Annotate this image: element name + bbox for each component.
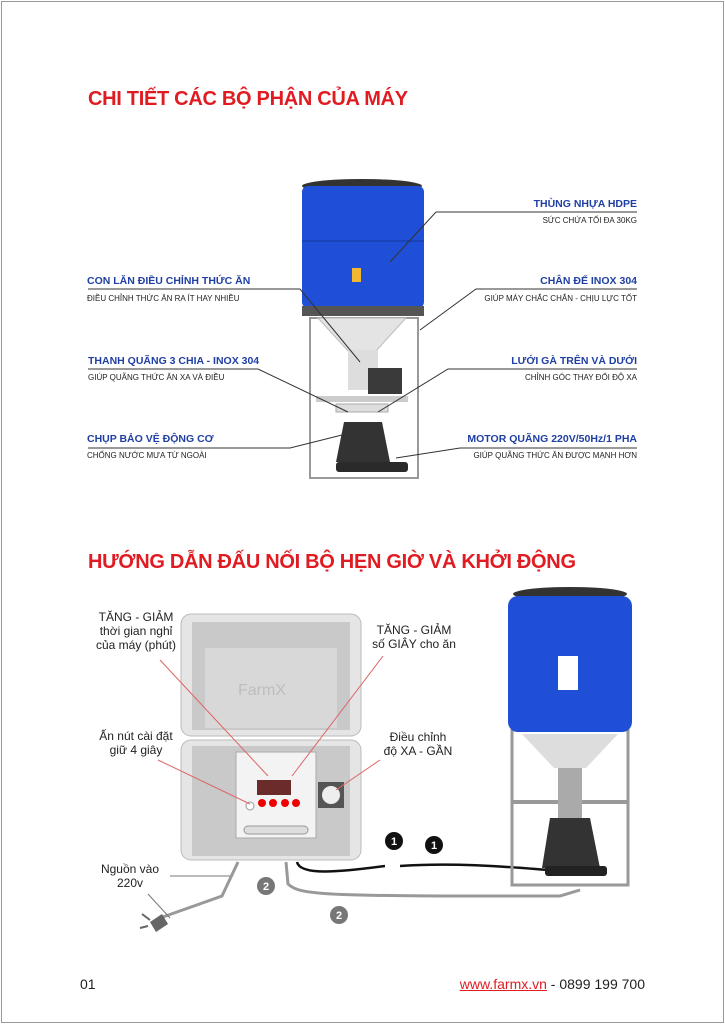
- note-line: Ấn nút cài đặt: [99, 729, 173, 743]
- marker-1a: 1: [391, 836, 397, 848]
- logo-icon: [352, 268, 361, 282]
- part-desc-stand: GIÚP MÁY CHẮC CHẮN - CHỊU LỰC TỐT: [484, 294, 637, 303]
- connection-markers: 1 1 2 2: [257, 832, 443, 924]
- farmx-watermark: FarmX: [238, 682, 286, 699]
- section1-title: CHI TIẾT CÁC BỘ PHẬN CỦA MÁY: [88, 88, 408, 110]
- marker-2b: 2: [336, 910, 342, 922]
- note-line: độ XA - GẦN: [383, 744, 453, 758]
- note-line: của máy (phút): [95, 638, 177, 652]
- section2-title: HƯỚNG DẪN ĐẤU NỐI BỘ HẸN GIỜ VÀ KHỞI ĐỘN…: [88, 551, 576, 573]
- part-desc-mesh: CHỈNH GÓC THAY ĐỔI ĐỘ XA: [524, 373, 637, 382]
- part-label-barrel: THÙNG NHỰA HDPE: [533, 198, 637, 210]
- note-line: thời gian nghỉ: [99, 624, 173, 638]
- power-plug-icon: [150, 914, 168, 932]
- part-desc-spreader: GIÚP QUÃNG THỨC ĂN XA VÀ ĐIỀU: [88, 373, 225, 382]
- note-line: Nguồn vào: [100, 862, 160, 876]
- part-desc-motor-cover: CHỐNG NƯỚC MƯA TỪ NGOÀI: [87, 451, 207, 460]
- part-desc-roller: ĐIỀU CHỈNH THỨC ĂN RA ÍT HAY NHIỀU: [87, 294, 240, 303]
- cables: [139, 861, 581, 932]
- note-line: 220v: [116, 876, 144, 890]
- phone-number: - 0899 199 700: [546, 976, 645, 992]
- part-label-stand: CHÂN ĐẾ INOX 304: [540, 275, 637, 287]
- part-desc-barrel: SỨC CHỨA TỐI ĐA 30KG: [542, 216, 637, 225]
- footer-contact: www.farmx.vn - 0899 199 700: [460, 976, 645, 992]
- note-line: TĂNG - GIẢM: [376, 623, 452, 637]
- part-label-roller: CON LĂN ĐIỀU CHỈNH THỨC ĂN: [87, 275, 251, 287]
- note-line: Điều chỉnh: [389, 730, 447, 744]
- marker-1b: 1: [431, 840, 437, 852]
- marker-2a: 2: [263, 881, 269, 893]
- part-label-mesh: LƯỚI GÀ TRÊN VÀ DƯỚI: [511, 355, 637, 367]
- part-label-motor-cover: CHỤP BẢO VỆ ĐỘNG CƠ: [87, 433, 214, 445]
- part-label-spreader: THANH QUÃNG 3 CHIA - INOX 304: [88, 355, 260, 367]
- part-desc-motor: GIÚP QUÃNG THỨC ĂN ĐƯỢC MẠNH HƠN: [473, 451, 637, 460]
- feeder-machine-illustration: [302, 179, 424, 479]
- note-line: TĂNG - GIẢM: [98, 610, 174, 624]
- callout-lines: [88, 211, 637, 459]
- logo-icon: [558, 656, 578, 690]
- note-lines: [157, 655, 384, 805]
- part-label-motor: MOTOR QUÃNG 220V/50Hz/1 PHA: [467, 433, 637, 445]
- control-box-illustration: FarmX: [180, 613, 362, 861]
- website-link[interactable]: www.farmx.vn: [459, 976, 547, 992]
- note-line: giữ 4 giây: [109, 743, 163, 757]
- note-line: số GIÂY cho ăn: [372, 637, 456, 651]
- feeder-machine-small-illustration: [508, 587, 632, 887]
- page-number: 01: [80, 976, 96, 992]
